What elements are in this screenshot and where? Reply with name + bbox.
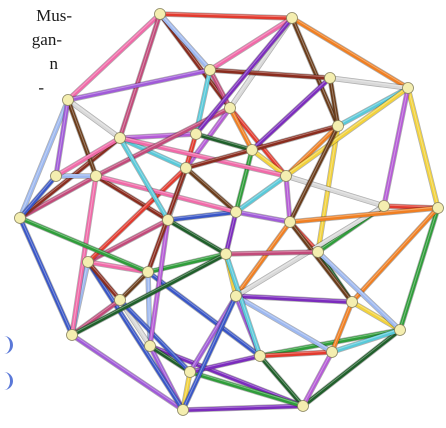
vertex-node <box>313 247 324 258</box>
vertex-node <box>185 367 196 378</box>
vertex-node <box>333 121 344 132</box>
vertex-node <box>403 83 414 94</box>
edge <box>168 212 236 220</box>
edge <box>168 220 226 254</box>
vertex-node <box>347 297 358 308</box>
vertex-node <box>255 351 266 362</box>
vertex-node <box>433 203 444 214</box>
edge <box>210 18 292 70</box>
vertex-node <box>115 295 126 306</box>
vertex-node <box>395 325 406 336</box>
vertex-node <box>225 103 236 114</box>
vertex-node <box>163 215 174 226</box>
vertex-node <box>327 347 338 358</box>
vertex-node <box>191 129 202 140</box>
vertex-node <box>115 133 126 144</box>
vertex-node <box>145 341 156 352</box>
vertex-node <box>63 95 74 106</box>
vertex-node <box>221 249 232 260</box>
edge <box>236 222 290 296</box>
vertex-node <box>143 267 154 278</box>
vertex-node <box>15 213 26 224</box>
edge-group <box>20 13 438 410</box>
vertex-node <box>231 207 242 218</box>
vertex-node <box>67 330 78 341</box>
vertex-node <box>285 217 296 228</box>
edge <box>236 212 290 222</box>
edge <box>160 14 210 70</box>
vertex-node <box>379 201 390 212</box>
edge-highlight <box>160 13 210 69</box>
edge-highlight <box>408 87 438 207</box>
vertex-node <box>91 171 102 182</box>
vertex-node <box>83 257 94 268</box>
edge-highlight <box>168 219 226 253</box>
vertex-node <box>231 291 242 302</box>
edge-highlight <box>210 17 292 69</box>
vertex-node <box>325 73 336 84</box>
vertex-node <box>281 171 292 182</box>
edge-highlight <box>236 221 290 295</box>
edge-highlight <box>183 295 236 409</box>
vertex-node <box>51 171 62 182</box>
vertex-node <box>155 9 166 20</box>
vertex-node <box>181 163 192 174</box>
vertex-node <box>287 13 298 24</box>
vertex-node <box>178 405 189 416</box>
vertex-node <box>298 401 309 412</box>
vertex-node <box>205 65 216 76</box>
vertex-node <box>247 145 258 156</box>
